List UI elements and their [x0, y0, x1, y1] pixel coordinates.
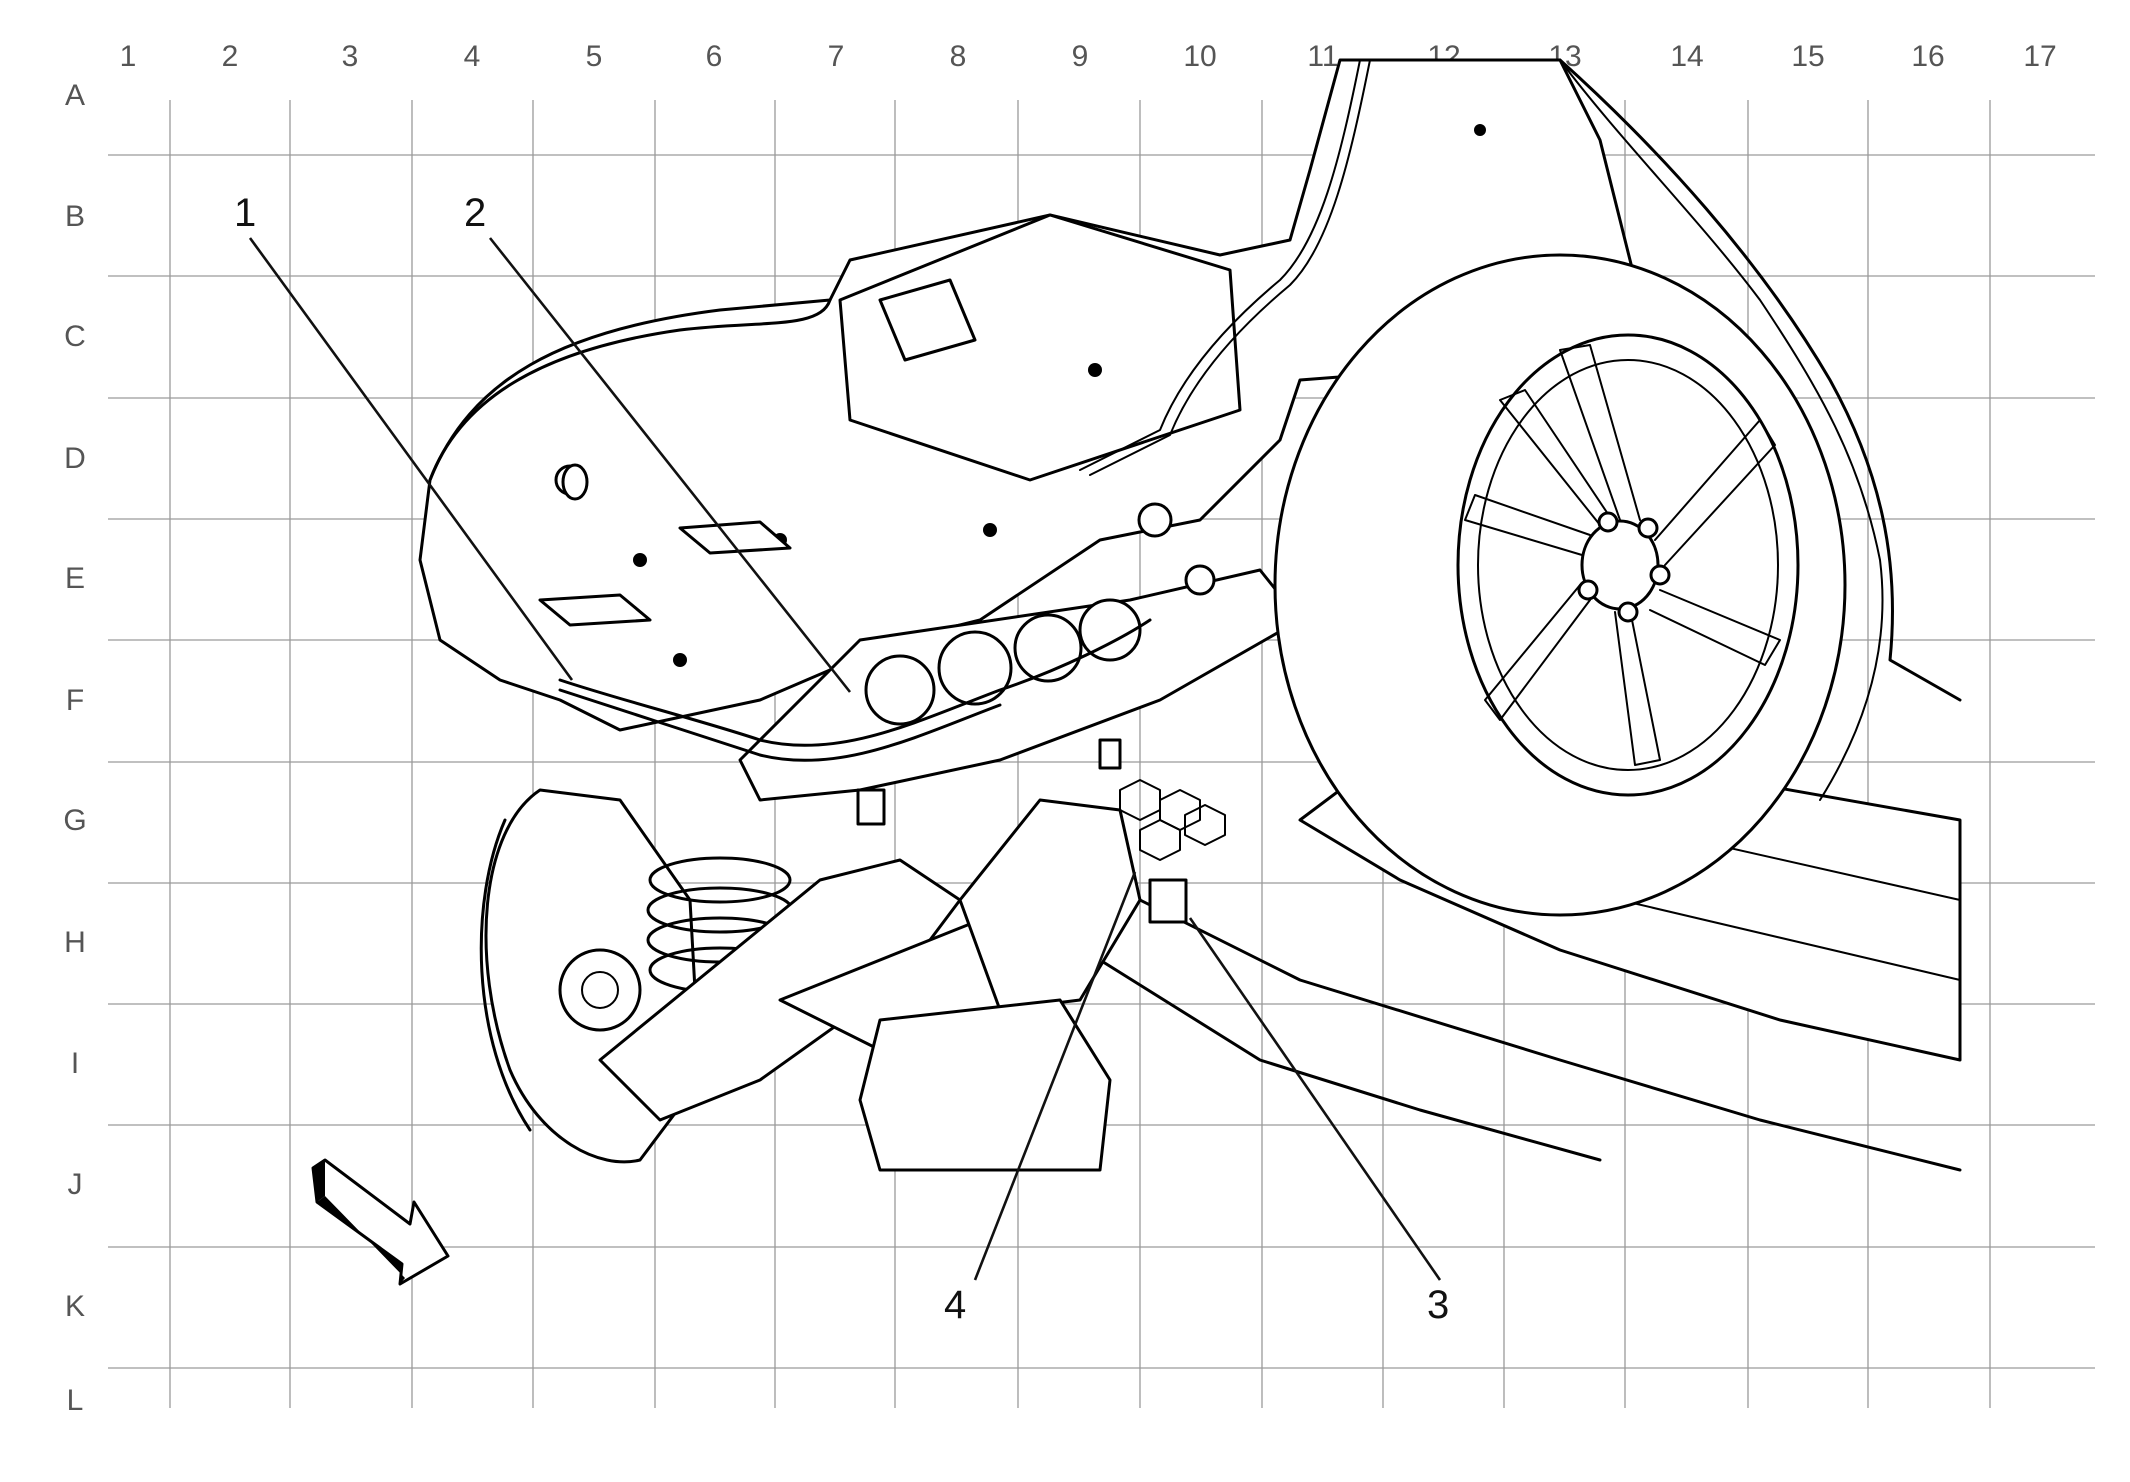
hex-gusset-pattern	[1119, 779, 1226, 861]
grid-column-label: 8	[950, 40, 967, 73]
grid-column-label: 15	[1791, 40, 1824, 73]
grid-column-label: 11	[1307, 40, 1338, 73]
grid-column-label: 1	[120, 40, 137, 73]
grid-row-label: H	[64, 926, 86, 959]
spare-tire	[1273, 253, 1847, 917]
underbody-panel-edge	[1098, 958, 1602, 1162]
grid-row-label: E	[65, 562, 85, 595]
forward-direction-arrow-icon	[311, 1158, 450, 1286]
brake-line	[1089, 59, 1371, 476]
grid-column-label: 3	[342, 40, 359, 73]
callout-labels: 1 2 3 4	[234, 191, 1449, 1327]
spare-wheel-rim-inner	[1477, 359, 1779, 771]
crossmember-hole	[937, 630, 1013, 706]
brake-line	[1079, 59, 1361, 471]
callout-4-leader	[973, 871, 1137, 1281]
callout-2: 2	[464, 191, 486, 235]
callout-3: 3	[1427, 1283, 1449, 1327]
grid-column-label: 6	[706, 40, 723, 73]
grid-row-label: A	[65, 79, 85, 112]
callout-3-leader	[1188, 917, 1442, 1281]
grid-column-label: 17	[2023, 40, 2056, 73]
fuel-line	[1559, 59, 1884, 801]
grid-column-label: 14	[1670, 40, 1703, 73]
hub-center	[581, 971, 619, 1009]
hitch-receiver-bracket	[838, 213, 1242, 482]
lower-structure	[858, 998, 1112, 1172]
harness-connector	[856, 788, 886, 826]
spare-wheel-well	[428, 298, 832, 482]
floor-pan-slot	[678, 520, 792, 555]
lug-nut	[1637, 517, 1659, 539]
callout-2-leader	[488, 237, 852, 693]
grid-column-label: 2	[222, 40, 239, 73]
center-support-bracket	[958, 798, 1142, 1012]
callout-leaders	[248, 237, 1442, 1281]
grid-column-label: 4	[464, 40, 481, 73]
grid-row-label: G	[63, 804, 86, 837]
wiring-harness	[558, 618, 1152, 747]
spare-wheel-spokes	[1464, 344, 1781, 766]
floor-pan-slot	[538, 593, 652, 627]
vehicle-underbody-illustration	[418, 58, 1962, 1172]
grid-row-label: L	[67, 1384, 84, 1417]
floor-pan-hole	[561, 463, 589, 501]
crossmember-hole	[864, 654, 936, 726]
grid-row-label: B	[65, 200, 85, 233]
crossmember-hole	[1078, 598, 1142, 662]
lug-nut	[1597, 511, 1619, 533]
wheel-speed-sensor-connector	[1148, 878, 1188, 924]
callout-1: 1	[234, 191, 256, 235]
harness-clip	[1098, 738, 1122, 770]
grid-row-label: F	[66, 684, 84, 717]
callout-4: 4	[944, 1283, 966, 1327]
grid-row-label: K	[65, 1290, 85, 1323]
grid-row-label: D	[64, 442, 86, 475]
grid-column-label: 10	[1183, 40, 1216, 73]
grid-column-label: 7	[828, 40, 845, 73]
hitch-receiver-opening	[878, 278, 977, 362]
wiring-harness-branch	[558, 688, 1002, 762]
callout-1-leader	[248, 237, 574, 681]
lug-nut	[1577, 579, 1599, 601]
grid-row-label: I	[71, 1047, 79, 1080]
grid-column-label: 5	[586, 40, 603, 73]
grid-column-label: 9	[1072, 40, 1089, 73]
body-side-panel	[1558, 58, 1962, 702]
grid-column-label: 16	[1911, 40, 1944, 73]
grid-row-label: J	[68, 1168, 83, 1201]
wheel-hub	[558, 948, 642, 1032]
underbody-panel	[1098, 878, 1962, 1172]
grid-row-labels: A B C D E F G H I J K L	[63, 79, 86, 1417]
lug-nut	[1649, 564, 1671, 586]
lug-nut	[1617, 601, 1639, 623]
grid-row-label: C	[64, 320, 86, 353]
rotor-edge	[479, 818, 532, 1132]
